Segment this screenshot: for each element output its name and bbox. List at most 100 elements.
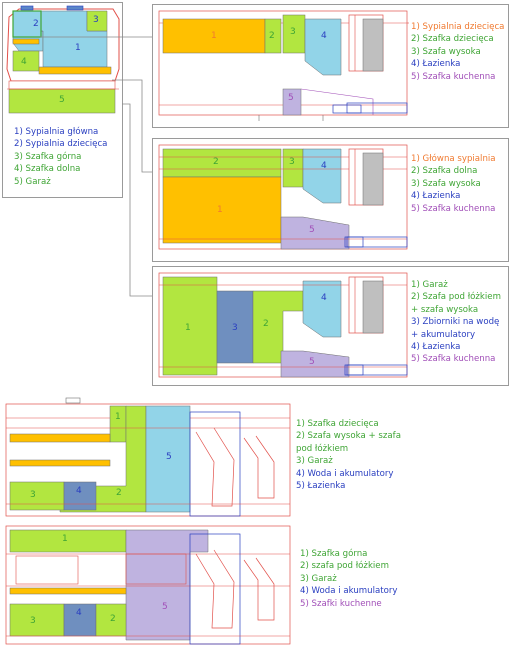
top-num-3: 3 — [93, 15, 99, 25]
p2-num-1: 1 — [217, 205, 223, 215]
p3-legend-2: 2) Szafa pod łóżkiem — [411, 292, 501, 303]
sv2-zone-2 — [95, 603, 127, 637]
sv2-legend-2: 2) szafa pod łóżkiem — [300, 561, 389, 572]
sv1-legend-1: 1) Szafka dziecięca — [296, 419, 379, 429]
p2-zone-4 — [302, 148, 342, 204]
sv1-zone-3 — [9, 481, 65, 511]
floor-plan-3-diagram — [158, 272, 408, 378]
sv2-zone-1 — [9, 529, 127, 553]
sv2-num-2: 2 — [110, 614, 116, 624]
top-legend-4: 4) Szafka dolna — [14, 164, 81, 175]
top-num-2: 2 — [33, 19, 39, 29]
p3-legend-2b: + szafa wysoka — [411, 304, 479, 315]
top-num-4: 4 — [21, 57, 27, 67]
top-legend-5: 5) Garaż — [14, 176, 51, 187]
top-zone-5 — [8, 88, 116, 114]
p2-zone-1 — [162, 176, 282, 244]
side-view-1-diagram — [5, 397, 291, 517]
side-view-1: 1 2 3 4 5 1) Szafka dziecięca 2) Szafa w… — [0, 397, 516, 520]
sv1-zone-5 — [145, 405, 191, 513]
sv1-zone-4 — [63, 481, 97, 511]
p2-legend-1: 1) Główna sypialnia — [411, 154, 496, 164]
top-legend-1: 1) Sypialnia główna — [14, 127, 99, 137]
sv1-legend-2: 2) Szafa wysoka + szafa — [296, 431, 401, 442]
p1-legend-5: 5) Szafka kuchenna — [411, 71, 496, 82]
floor-plan-panel-2: 2 3 4 1 5 1) Główna sypialnia 2) Szafka … — [152, 138, 509, 262]
top-view-legend: 1) Sypialnia główna 2) Sypialnia dziecię… — [14, 126, 107, 188]
sv1-num-3: 3 — [30, 490, 36, 500]
side-view-2-legend: 1) Szafka górna 2) szafa pod łóżkiem 3) … — [300, 548, 398, 610]
floor-plan-panel-3: 1 3 2 4 5 1) Garaż 2) Szafa pod łóżkiem … — [152, 266, 509, 386]
sv1-legend-3: 3) Garaż — [296, 456, 333, 467]
top-legend-2: 2) Sypialnia dziecięca — [14, 139, 108, 150]
p3-legend-3b: + akumulatory — [411, 329, 476, 340]
p3-num-2: 2 — [263, 319, 269, 329]
sv1-legend-2b: pod łóżkiem — [296, 443, 349, 454]
top-zone-4 — [12, 50, 40, 72]
p3-legend-4: 4) Łazienka — [411, 342, 461, 353]
p1-legend-2: 2) Szafka dziecięca — [411, 34, 494, 45]
p3-legend-3: 3) Zbiorniki na wodę — [411, 317, 500, 328]
p2-legend-2: 2) Szafka dolna — [411, 166, 478, 177]
top-legend-3: 3) Szafka górna — [14, 151, 82, 162]
p1-num-3: 3 — [290, 27, 296, 37]
p2-legend-5: 5) Szafka kuchenna — [411, 203, 496, 214]
sv1-num-4: 4 — [76, 486, 82, 496]
sv2-legend-1: 1) Szafka górna — [300, 549, 368, 559]
floor-plan-2-diagram — [158, 144, 408, 250]
p1-zone-4 — [304, 18, 342, 76]
p3-zone-4 — [302, 280, 342, 338]
panel-1-legend: 1) Sypialnia dziecięca 2) Szafka dziecię… — [411, 21, 504, 83]
p3-num-3: 3 — [232, 323, 238, 333]
sv2-legend-5: 5) Szafki kuchenne — [300, 598, 382, 609]
p3-num-4: 4 — [321, 293, 327, 303]
p1-num-4: 4 — [321, 31, 327, 41]
p2-num-4: 4 — [321, 161, 327, 171]
sv1-num-1: 1 — [115, 412, 121, 422]
p3-zone-1 — [162, 276, 218, 376]
p2-legend-3: 3) Szafa wysoka — [411, 178, 481, 189]
floor-plan-panel-1: 1 2 3 4 5 1) Sypialnia dziecięca 2) Szaf… — [152, 4, 509, 128]
p2-zone-2 — [162, 148, 282, 178]
sv1-legend-4: 4) Woda i akumulatory — [296, 468, 394, 479]
sv1-legend-5: 5) Łazienka — [296, 481, 346, 492]
top-view-diagram — [6, 5, 120, 114]
p1-legend-3: 3) Szafa wysoka — [411, 46, 481, 57]
top-zone-2 — [12, 10, 42, 38]
floor-plan-1-diagram — [158, 10, 409, 121]
p3-num-5: 5 — [309, 357, 315, 367]
p2-num-3: 3 — [289, 157, 295, 167]
p1-zone-5 — [282, 88, 302, 116]
p3-num-1: 1 — [185, 323, 191, 333]
sv2-num-3: 3 — [30, 616, 36, 626]
sv1-num-2: 2 — [116, 488, 122, 498]
p1-legend-4: 4) Łazienka — [411, 59, 461, 70]
side-view-1-legend: 1) Szafka dziecięca 2) Szafa wysoka + sz… — [296, 418, 401, 492]
p2-num-2: 2 — [213, 157, 219, 167]
side-view-2-diagram — [5, 525, 291, 645]
sv1-num-5: 5 — [166, 452, 172, 462]
p3-legend-1: 1) Garaż — [411, 280, 448, 290]
panel-2-legend: 1) Główna sypialnia 2) Szafka dolna 3) S… — [411, 153, 496, 215]
sv2-legend-4: 4) Woda i akumulatory — [300, 586, 398, 597]
p1-zone-2 — [264, 18, 282, 54]
top-view-panel: 2 3 1 4 5 1) Sypialnia główna 2) Sypialn… — [2, 2, 123, 198]
side-view-2: 1 2 3 4 5 1) Szafka górna 2) szafa pod ł… — [0, 524, 516, 648]
p1-legend-1: 1) Sypialnia dziecięca — [411, 22, 505, 32]
top-zone-3 — [86, 10, 108, 32]
p3-legend-5: 5) Szafka kuchenna — [411, 354, 496, 365]
sv2-num-4: 4 — [76, 608, 82, 618]
p1-num-5: 5 — [288, 93, 294, 103]
sv2-zone-3 — [9, 603, 65, 637]
p1-num-2: 2 — [269, 31, 275, 41]
sv2-num-5: 5 — [162, 602, 168, 612]
top-num-1: 1 — [75, 43, 81, 53]
p2-num-5: 5 — [309, 225, 315, 235]
panel-3-legend: 1) Garaż 2) Szafa pod łóżkiem + szafa wy… — [411, 279, 501, 366]
top-num-5: 5 — [59, 95, 65, 105]
p1-zone-1 — [162, 18, 266, 54]
sv2-num-1: 1 — [62, 534, 68, 544]
p2-zone-3 — [282, 148, 304, 188]
p1-num-1: 1 — [211, 31, 217, 41]
p2-legend-4: 4) Łazienka — [411, 191, 461, 202]
